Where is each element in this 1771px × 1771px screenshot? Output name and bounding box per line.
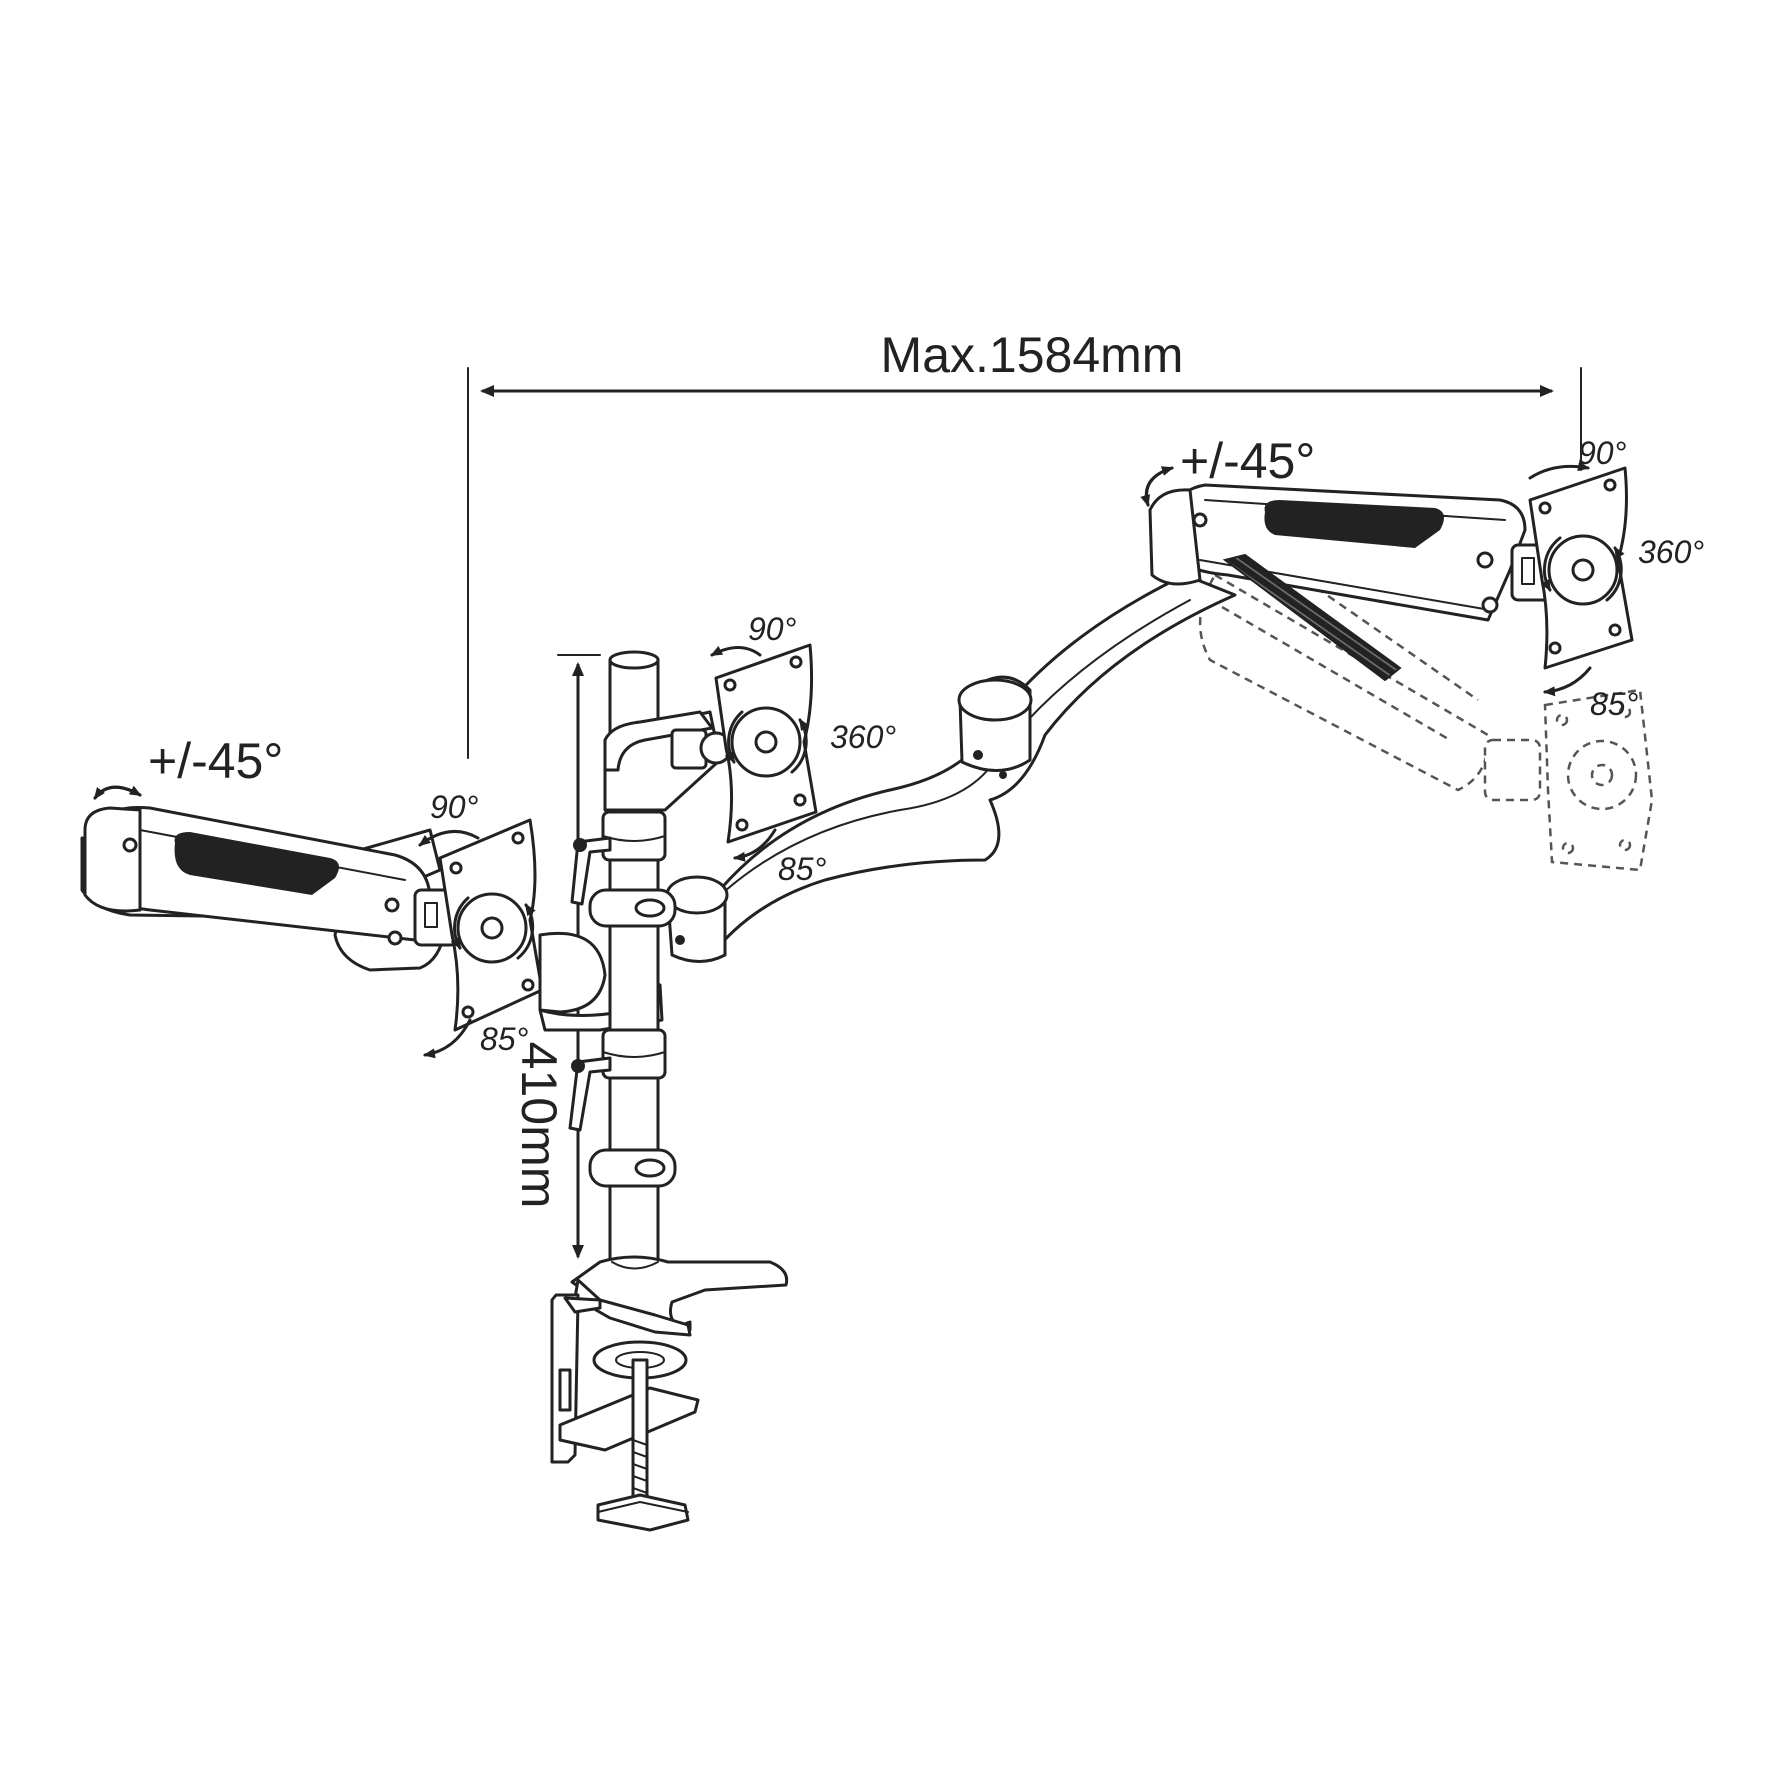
height-dimension: 410mm xyxy=(511,654,601,1259)
right-vesa-plate xyxy=(1528,466,1634,670)
height-label: 410mm xyxy=(511,1042,567,1209)
tilt-left-bottom-label: 85° xyxy=(480,1021,529,1057)
center-extension-arm xyxy=(665,573,1237,963)
center-annotations: 90° 360° 85° xyxy=(710,611,896,887)
center-vesa-plate xyxy=(714,643,818,844)
rotate-right-label: 360° xyxy=(1638,534,1704,570)
desk-clamp-base xyxy=(550,1255,789,1532)
right-annotations: +/-45° 90° 360° 85° xyxy=(1140,433,1704,722)
left-vesa-plate xyxy=(438,818,544,1032)
right-arm xyxy=(1148,483,1554,682)
center-monitor-arm xyxy=(603,710,733,812)
right-arm-ghost-position xyxy=(1198,530,1654,872)
rotate-center-label: 360° xyxy=(830,719,896,755)
swivel-left-label: +/-45° xyxy=(148,733,283,789)
width-dimension: Max.1584mm xyxy=(467,327,1582,759)
left-annotations: +/-45° 90° 85° xyxy=(93,733,529,1059)
max-width-label: Max.1584mm xyxy=(881,327,1184,383)
tilt-left-top-label: 90° xyxy=(430,789,479,825)
left-arm xyxy=(80,806,459,972)
tilt-center-top-label: 90° xyxy=(748,611,797,647)
swivel-right-label: +/-45° xyxy=(1180,433,1315,489)
tilt-right-top-label: 90° xyxy=(1578,435,1627,471)
tilt-right-bottom-label: 85° xyxy=(1590,686,1639,722)
tilt-center-bottom-label: 85° xyxy=(778,851,827,887)
